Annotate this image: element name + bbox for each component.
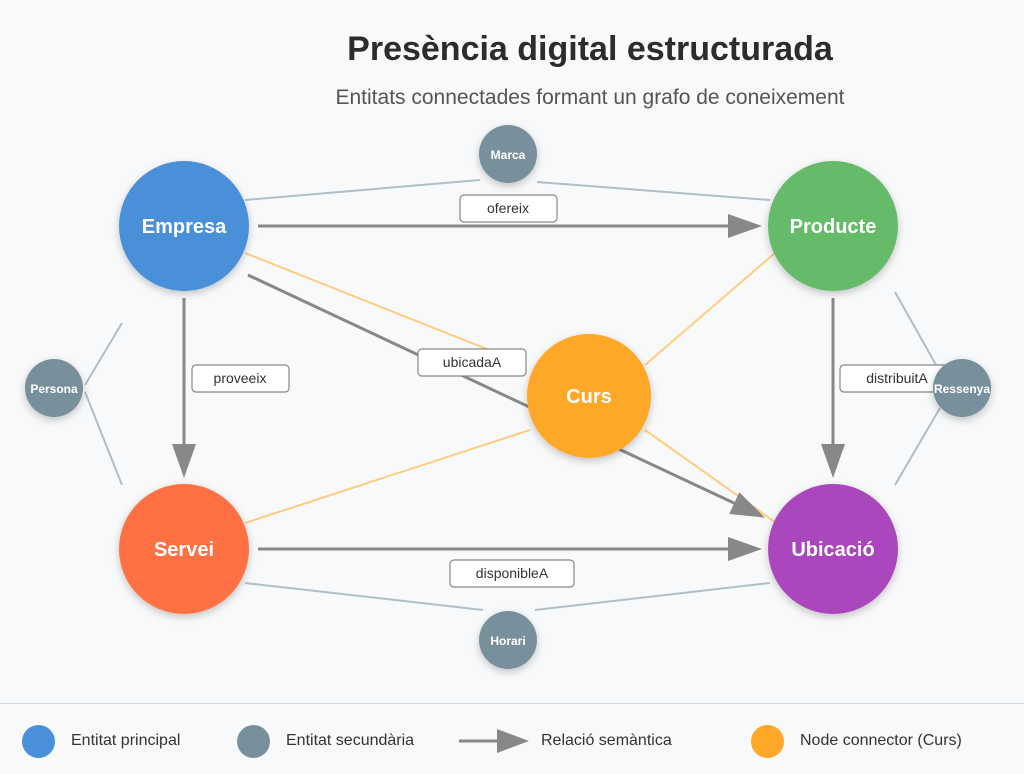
edge-label-proveeix: proveeix [191, 364, 290, 393]
svg-text:Marca: Marca [491, 148, 526, 162]
principal-swatch-icon [22, 724, 55, 758]
legend-label-principal: Entitat principal [71, 732, 181, 749]
node-horari[interactable]: Horari [479, 611, 537, 669]
svg-text:disponibleA: disponibleA [476, 565, 549, 581]
connector-swatch-icon [751, 724, 784, 758]
link-servei-horari [244, 582, 484, 611]
edge-label-ubicadaA: ubicadaA [417, 348, 527, 377]
link-marca-producte [536, 181, 771, 201]
svg-text:Ressenya: Ressenya [934, 382, 990, 396]
legend-item-connector: Node connector (Curs) [751, 724, 962, 758]
knowledge-graph: ofereix proveeix ubicadaA disponibleA di… [25, 125, 991, 669]
edge-labels: ofereix proveeix ubicadaA disponibleA di… [191, 194, 949, 588]
node-marca[interactable]: Marca [479, 125, 537, 183]
link-empresa-curs [244, 252, 528, 366]
link-ressenya-ubicacio [894, 407, 941, 486]
legend-item-relacio: Relació semàntica [459, 724, 672, 758]
legend-item-principal: Entitat principal [22, 724, 180, 758]
secondary-nodes: Marca Persona Ressenya Horari [25, 125, 991, 669]
legend-label-secundaria: Entitat secundària [286, 732, 415, 749]
node-persona[interactable]: Persona [25, 359, 83, 417]
svg-text:Horari: Horari [490, 634, 525, 648]
arrow-ubicadaA [247, 273, 765, 518]
svg-text:Ubicació: Ubicació [791, 539, 874, 561]
svg-text:proveeix: proveeix [214, 370, 267, 386]
node-producte[interactable]: Producte [768, 161, 898, 291]
link-persona-servei [84, 391, 123, 486]
svg-text:ofereix: ofereix [487, 200, 529, 216]
node-servei[interactable]: Servei [119, 484, 249, 614]
link-servei-curs [244, 429, 531, 524]
svg-text:Curs: Curs [566, 386, 612, 408]
connector-links [244, 252, 776, 524]
arrow-right-icon [459, 729, 529, 753]
node-curs[interactable]: Curs [527, 334, 651, 458]
node-ressenya[interactable]: Ressenya [933, 359, 991, 417]
legend-item-secundaria: Entitat secundària [237, 724, 414, 758]
node-empresa[interactable]: Empresa [119, 161, 249, 291]
secondary-links [84, 179, 941, 611]
link-horari-ubicacio [534, 582, 771, 611]
svg-text:Servei: Servei [154, 539, 214, 561]
legend-label-relacio: Relació semàntica [541, 732, 672, 749]
link-curs-ubicacio [644, 429, 776, 523]
legend-label-connector: Node connector (Curs) [800, 732, 962, 749]
edge-label-distribuitA: distribuitA [839, 364, 949, 393]
svg-text:distribuitA: distribuitA [866, 370, 928, 386]
link-empresa-marca [244, 179, 481, 201]
secondary-swatch-icon [237, 724, 270, 758]
link-producte-curs [644, 252, 776, 366]
legend: Entitat principal Entitat secundària Rel… [0, 703, 1024, 774]
edge-label-ofereix: ofereix [459, 194, 558, 223]
edge-label-disponibleA: disponibleA [449, 559, 575, 588]
semantic-relations [172, 214, 845, 561]
page-subtitle: Entitats connectades formant un grafo de… [335, 86, 845, 109]
svg-text:ubicadaA: ubicadaA [443, 354, 502, 370]
link-persona-empresa [84, 322, 123, 386]
svg-text:Empresa: Empresa [142, 216, 227, 238]
svg-text:Persona: Persona [30, 382, 78, 396]
node-ubicacio[interactable]: Ubicació [768, 484, 898, 614]
principal-nodes: Empresa Producte Servei Ubicació Curs [119, 161, 898, 614]
svg-text:Producte: Producte [790, 216, 877, 238]
page-title: Presència digital estructurada [347, 30, 833, 68]
link-producte-ressenya [894, 291, 941, 373]
